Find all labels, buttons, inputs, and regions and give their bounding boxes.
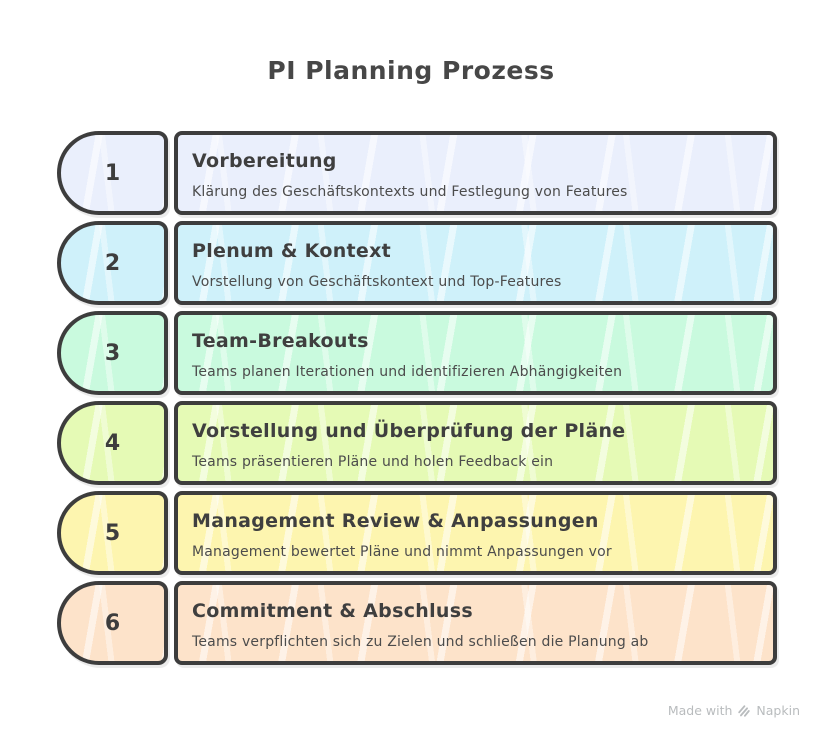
watermark-brand: Napkin	[756, 703, 800, 718]
step-description: Teams präsentieren Pläne und holen Feedb…	[192, 454, 554, 470]
step-row-2: 2 Plenum & Kontext Vorstellung von Gesch…	[57, 221, 777, 305]
step-number: 6	[104, 610, 121, 636]
step-number-badge: 5	[57, 491, 168, 575]
step-content: Vorstellung und Überprüfung der Pläne Te…	[174, 401, 777, 485]
step-row-3: 3 Team-Breakouts Teams planen Iteratione…	[57, 311, 777, 395]
step-row-4: 4 Vorstellung und Überprüfung der Pläne …	[57, 401, 777, 485]
step-content: Vorbereitung Klärung des Geschäftskontex…	[174, 131, 777, 215]
step-row-5: 5 Management Review & Anpassungen Manage…	[57, 491, 777, 575]
step-title: Team-Breakouts	[192, 330, 369, 352]
watermark-prefix: Made with	[667, 703, 733, 718]
step-row-1: 1 Vorbereitung Klärung des Geschäftskont…	[57, 131, 777, 215]
napkin-watermark: Made with Napkin	[668, 703, 800, 718]
step-content: Plenum & Kontext Vorstellung von Geschäf…	[174, 221, 777, 305]
step-content: Management Review & Anpassungen Manageme…	[174, 491, 777, 575]
step-description: Vorstellung von Geschäftskontext und Top…	[192, 274, 562, 290]
step-description: Klärung des Geschäftskontexts und Festle…	[192, 184, 628, 200]
step-title: Vorbereitung	[192, 150, 337, 172]
step-number-badge: 4	[57, 401, 168, 485]
step-number: 5	[104, 520, 121, 546]
step-number-badge: 3	[57, 311, 168, 395]
step-number: 1	[104, 160, 121, 186]
step-content: Commitment & Abschluss Teams verpflichte…	[174, 581, 777, 665]
step-number-badge: 6	[57, 581, 168, 665]
step-number: 3	[104, 340, 121, 366]
step-description: Teams planen Iterationen und identifizie…	[192, 364, 623, 380]
step-description: Management bewertet Pläne und nimmt Anpa…	[192, 544, 612, 560]
step-description: Teams verpflichten sich zu Zielen und sc…	[192, 634, 649, 650]
step-number-badge: 1	[57, 131, 168, 215]
step-number: 4	[104, 430, 121, 456]
step-title: Management Review & Anpassungen	[192, 510, 599, 532]
step-row-6: 6 Commitment & Abschluss Teams verpflich…	[57, 581, 777, 665]
step-title: Plenum & Kontext	[192, 240, 392, 262]
step-number-badge: 2	[57, 221, 168, 305]
step-title: Commitment & Abschluss	[192, 600, 473, 622]
step-number: 2	[104, 250, 121, 276]
step-content: Team-Breakouts Teams planen Iterationen …	[174, 311, 777, 395]
page-title: PI Planning Prozess	[267, 56, 555, 85]
napkin-logo-icon	[738, 704, 751, 717]
steps-list: 1 Vorbereitung Klärung des Geschäftskont…	[57, 131, 777, 665]
step-title: Vorstellung und Überprüfung der Pläne	[192, 420, 626, 442]
